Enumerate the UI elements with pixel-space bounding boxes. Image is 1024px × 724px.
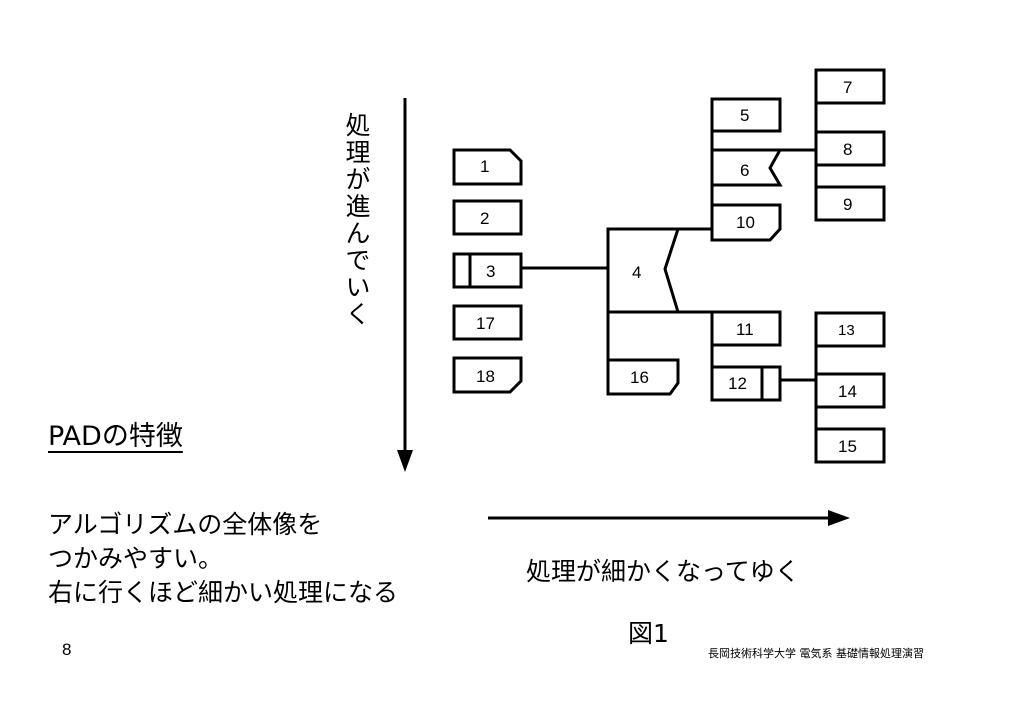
pad-box-11-label: 11: [736, 320, 754, 339]
pad-box-13-label: 13: [838, 322, 855, 339]
pad-box-3-label: 3: [486, 262, 495, 281]
pad-box-18-label: 18: [476, 367, 495, 386]
vertical-arrow: [397, 98, 413, 472]
slide-title: PADの特徴: [48, 421, 183, 452]
pad-box-3: 3: [452, 252, 523, 289]
footer-text: 長岡技術科学大学 電気系 基礎情報処理演習: [708, 647, 924, 660]
pad-box-16-label: 16: [630, 368, 649, 387]
pad-box-13: 13: [814, 311, 886, 348]
horizontal-arrow: [488, 510, 850, 526]
pad-box-1-label: 1: [480, 157, 489, 176]
pad-box-8: 8: [814, 130, 886, 167]
pad-box-4-label: 4: [632, 263, 641, 282]
pad-box-15: 15: [814, 427, 886, 464]
pad-box-7: 7: [814, 68, 886, 105]
pad-box-4: 4: [606, 227, 681, 314]
pad-box-6: 6: [710, 148, 783, 187]
pad-box-9-label: 9: [843, 195, 852, 214]
figure-label: 図1: [628, 619, 669, 648]
pad-box-12: 12: [710, 365, 782, 402]
horizontal-arrow-label: 処理が細かくなってゆく: [526, 557, 800, 586]
pad-box-14: 14: [814, 372, 886, 409]
slide-body-line-2: つかみやすい。: [48, 544, 224, 573]
page-number: 8: [62, 640, 72, 659]
pad-box-15-label: 15: [838, 437, 857, 456]
slide-body: アルゴリズムの全体像を つかみやすい。 右に行くほど細かい処理になる: [48, 508, 398, 610]
pad-box-17: 17: [452, 304, 523, 341]
pad-box-17-label: 17: [476, 314, 495, 333]
pad-box-11: 11: [710, 310, 782, 347]
pad-box-8-label: 8: [843, 140, 852, 159]
pad-box-9: 9: [814, 185, 886, 222]
vertical-arrow-label: 処理が進んでいく: [342, 112, 371, 328]
pad-box-6-label: 6: [740, 161, 749, 180]
pad-box-14-label: 14: [838, 382, 857, 401]
slide-body-line-1: アルゴリズムの全体像を: [48, 510, 323, 539]
pad-box-2-label: 2: [480, 209, 489, 228]
pad-box-16: 16: [606, 358, 680, 396]
pad-box-2: 2: [452, 199, 523, 236]
pad-box-18: 18: [452, 356, 523, 394]
pad-box-10: 10: [710, 203, 782, 242]
pad-box-5-label: 5: [740, 106, 749, 125]
slide-body-line-3: 右に行くほど細かい処理になる: [48, 578, 399, 607]
pad-box-5: 5: [710, 97, 782, 133]
pad-box-12-label: 12: [728, 374, 747, 393]
pad-box-1: 1: [452, 148, 523, 186]
pad-box-10-label: 10: [736, 213, 755, 232]
pad-box-7-label: 7: [843, 78, 852, 97]
